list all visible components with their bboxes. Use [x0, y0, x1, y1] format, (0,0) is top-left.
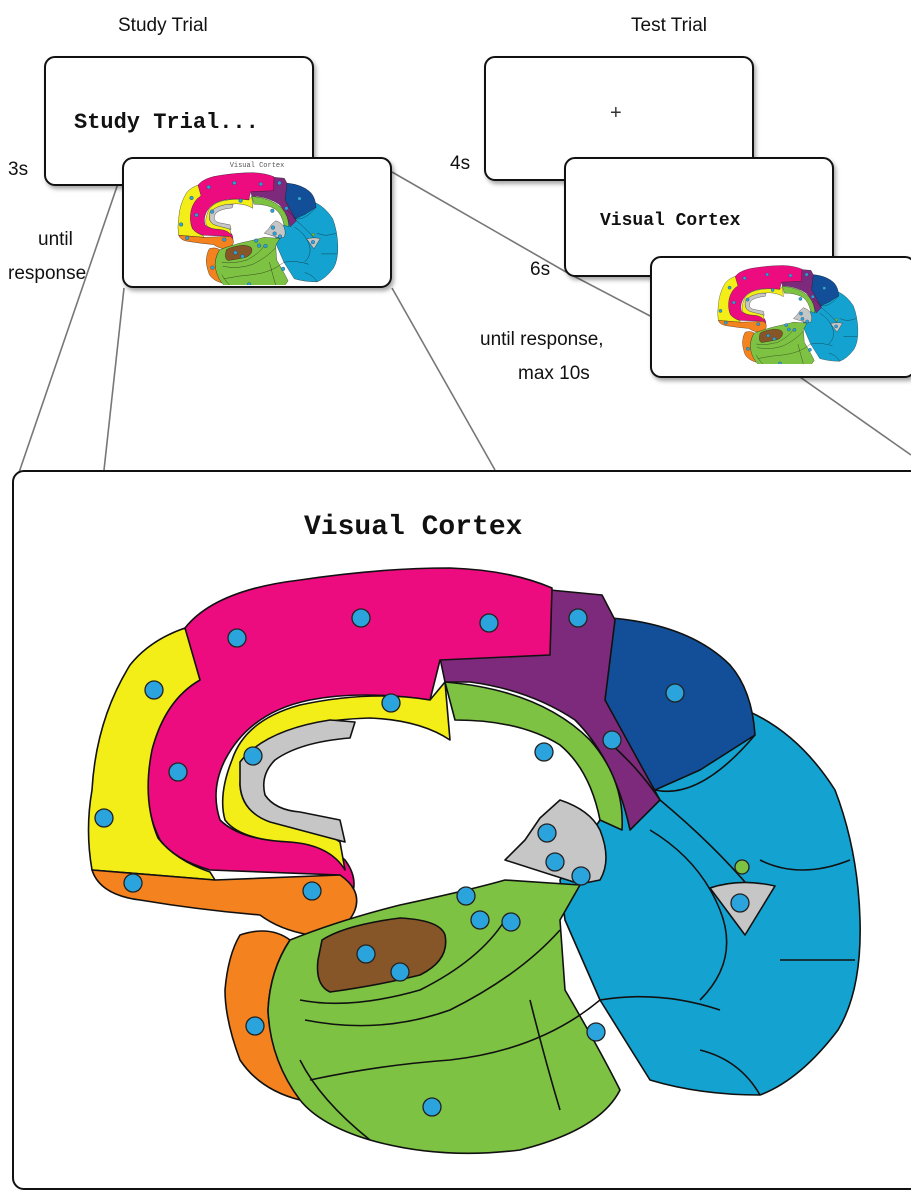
brain-map-large	[0, 0, 911, 1193]
